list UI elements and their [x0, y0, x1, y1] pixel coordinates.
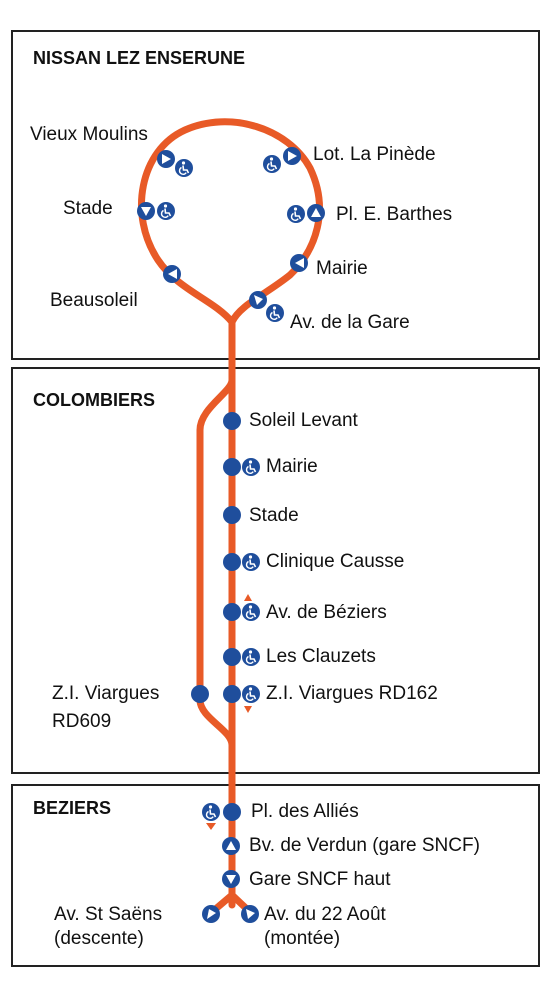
stop-label-mairie-nissan: Mairie [316, 258, 368, 279]
stop-label-stade-nissan: Stade [63, 198, 113, 219]
stop-label-lot-la-pinede: Lot. La Pinède [313, 144, 436, 165]
stop-label-les-clauzets: Les Clauzets [266, 646, 376, 667]
request-stop-icon [206, 823, 216, 830]
stop-label-pl-barthes: Pl. E. Barthes [336, 204, 453, 225]
stop-label-beausoleil: Beausoleil [50, 290, 138, 311]
stop-stade-nissan [137, 201, 176, 221]
stop-soleil-levant [223, 412, 241, 430]
stop-label-av-st-saens-line1: Av. St Saëns [54, 904, 163, 925]
stop-zi-viargues-rd609 [191, 685, 209, 703]
stop-label-gare-sncf-haut: Gare SNCF haut [249, 869, 391, 890]
section-title-nissan: NISSAN LEZ ENSERUNE [33, 48, 246, 68]
stop-les-clauzets [223, 647, 261, 667]
stop-label-stade-colombiers: Stade [249, 505, 299, 526]
stop-label-av-st-saens-line2: (descente) [54, 928, 144, 949]
stop-av-22-aout [241, 905, 259, 923]
stop-label-av-gare: Av. de la Gare [290, 312, 410, 333]
stop-av-st-saens [202, 905, 220, 923]
stop-av-gare [249, 291, 285, 323]
stop-stade-colombiers [223, 506, 241, 524]
stop-bv-verdun [222, 837, 240, 855]
request-stop-icon [244, 706, 252, 713]
stop-label-clinique-causse: Clinique Causse [266, 551, 405, 572]
stop-label-zi-viargues-rd162: Z.I. Viargues RD162 [266, 683, 438, 704]
stop-label-soleil-levant: Soleil Levant [249, 410, 358, 431]
stop-mairie-colombiers [223, 457, 261, 477]
stop-clinique-causse [223, 552, 261, 572]
stop-label-av-beziers: Av. de Béziers [266, 602, 387, 623]
stop-pl-allies [201, 802, 241, 822]
route-branch-rd609 [196, 361, 236, 749]
stop-label-mairie-colombiers: Mairie [266, 456, 318, 477]
route-loop-nissan [138, 118, 323, 326]
request-stop-icon [244, 594, 252, 601]
stop-vieux-moulins [157, 150, 194, 178]
stop-beausoleil [163, 265, 181, 283]
stop-lot-la-pinede [262, 147, 301, 174]
section-colombiers-panel [11, 367, 540, 774]
stop-label-vieux-moulins: Vieux Moulins [30, 124, 148, 145]
section-beziers-panel [11, 784, 540, 967]
stop-label-av-22-aout-line1: Av. du 22 Août [264, 904, 386, 925]
stop-pl-barthes [286, 204, 325, 224]
stop-gare-sncf-haut [222, 870, 240, 888]
section-title-colombiers: COLOMBIERS [33, 390, 156, 410]
stop-label-zi-viargues-rd609-line1: Z.I. Viargues [52, 683, 160, 704]
stop-av-beziers [223, 602, 261, 622]
stop-mairie-nissan [290, 254, 308, 272]
stop-zi-viargues-rd162 [223, 684, 261, 704]
stop-label-bv-verdun: Bv. de Verdun (gare SNCF) [249, 835, 480, 856]
stop-label-zi-viargues-rd609-line2: RD609 [52, 711, 112, 732]
section-title-beziers: BEZIERS [33, 798, 112, 818]
stop-label-av-22-aout-line2: (montée) [264, 928, 341, 949]
stop-label-pl-allies: Pl. des Alliés [251, 801, 359, 822]
